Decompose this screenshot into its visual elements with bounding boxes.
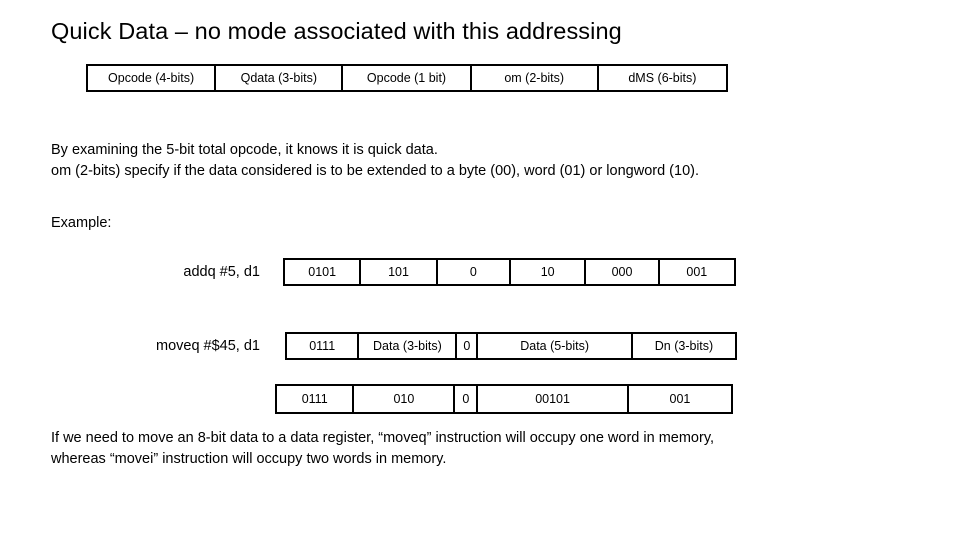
moveq-field-cell-1: Data (3-bits) (359, 334, 458, 358)
addq-cell-4: 000 (586, 260, 660, 284)
format-cell-3: om (2-bits) (472, 66, 599, 90)
example-label: Example: (51, 215, 112, 231)
moveq-bits-cell-0: 0111 (277, 386, 355, 412)
footer-paragraph: If we need to move an 8-bit data to a da… (51, 428, 714, 470)
instruction-label-addq: addq #5, d1 (183, 264, 260, 280)
footer-line-2: whereas “movei” instruction will occupy … (51, 451, 447, 467)
moveq-field-cell-4: Dn (3-bits) (654, 339, 714, 353)
instruction-label-moveq: moveq #$45, d1 (156, 338, 260, 354)
addq-cell-1: 101 (361, 260, 438, 284)
explanation-line-1: By examining the 5-bit total opcode, it … (51, 142, 438, 158)
moveq-field-cell-0: 0111 (287, 334, 360, 358)
footer-line-1: If we need to move an 8-bit data to a da… (51, 430, 715, 446)
moveq-field-cell-3: Data (5-bits) (478, 334, 633, 358)
format-cell-0: Opcode (4-bits) (88, 66, 217, 90)
quick-data-format-table: Opcode (4-bits)Qdata (3-bits)Opcode (1 b… (86, 64, 728, 92)
format-cell-2: Opcode (1 bit) (343, 66, 472, 90)
format-cell-4: dMS (6-bits) (628, 71, 697, 85)
format-cell-1: Qdata (3-bits) (216, 66, 344, 90)
explanation-line-2: om (2-bits) specify if the data consider… (51, 163, 699, 179)
addq-cell-2: 0 (438, 260, 511, 284)
moveq-field-cell-2: 0 (457, 334, 479, 358)
addq-cell-3: 10 (511, 260, 587, 284)
addq-cell-0: 0101 (285, 260, 362, 284)
explanation-paragraph: By examining the 5-bit total opcode, it … (51, 140, 699, 182)
page-title: Quick Data – no mode associated with thi… (51, 18, 622, 44)
moveq-bits-cell-3: 00101 (478, 386, 629, 412)
moveq-bits-cell-4: 001 (669, 392, 691, 406)
moveq-bits-cell-2: 0 (455, 386, 479, 412)
addq-cell-5: 001 (686, 265, 708, 279)
moveq-bits-cell-1: 010 (354, 386, 456, 412)
